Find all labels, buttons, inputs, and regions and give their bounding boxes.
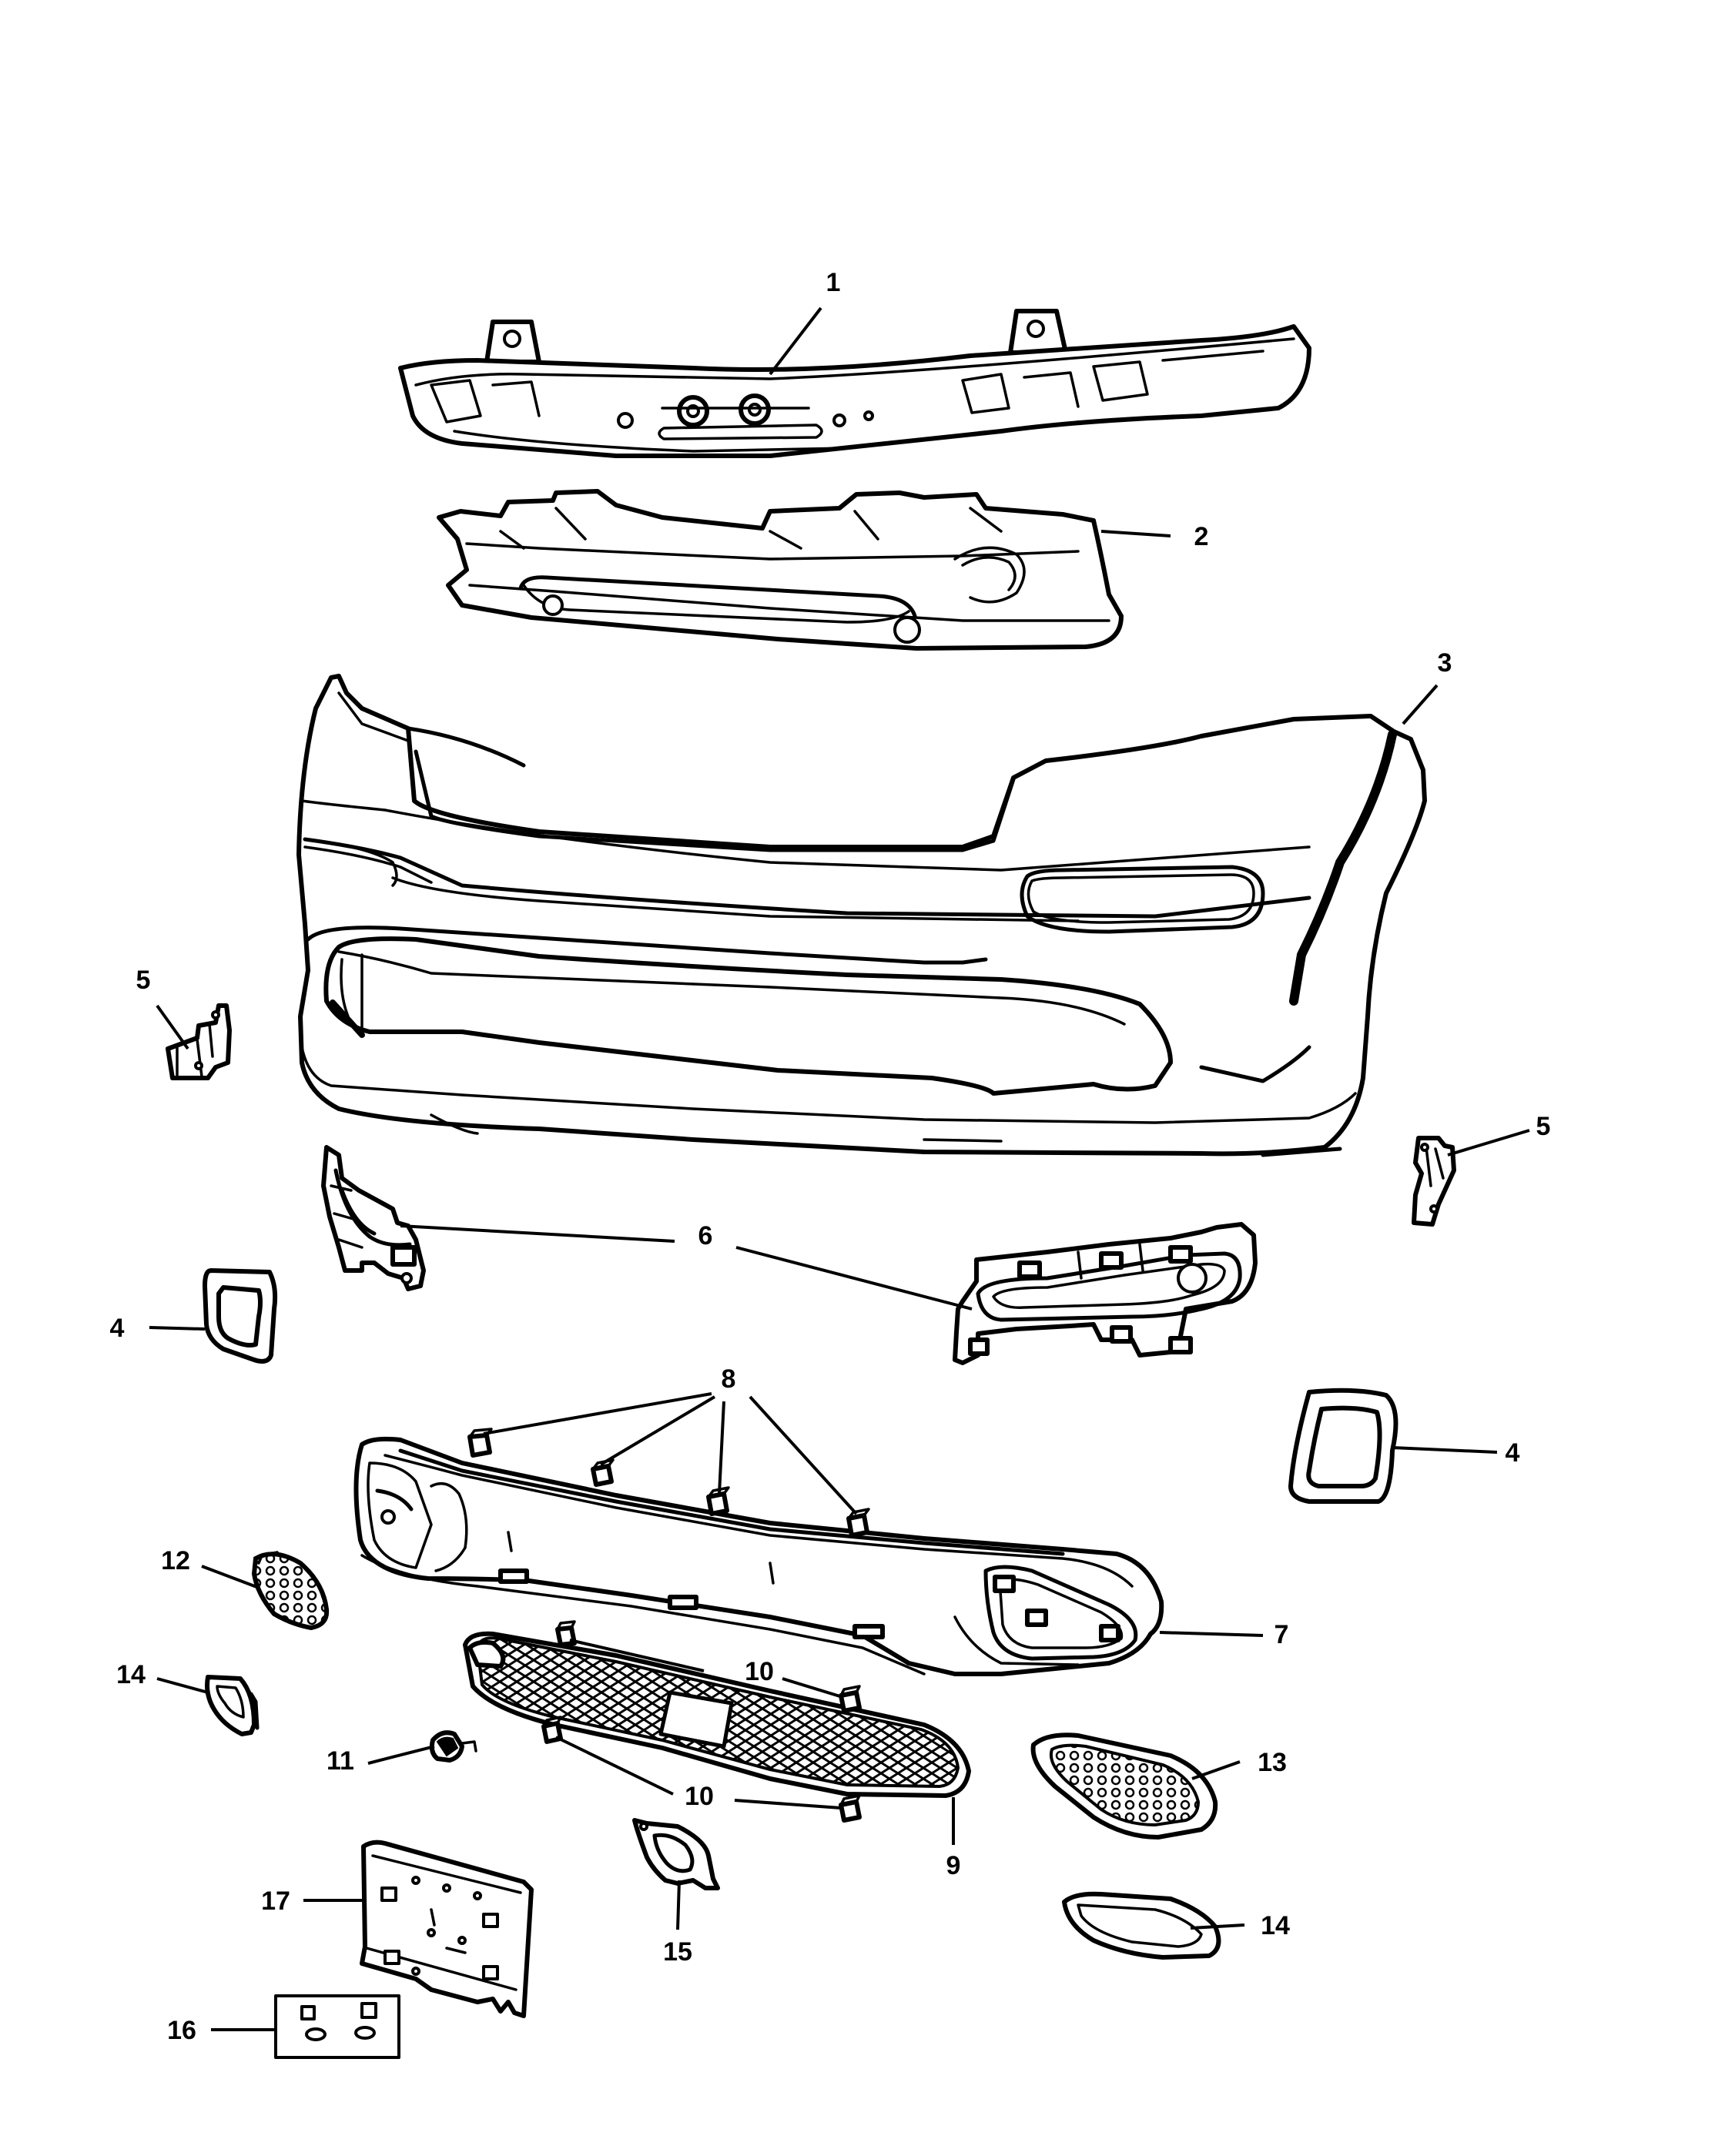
part-14-trim-left [205,1675,260,1736]
part-2-energy-absorber [437,489,1124,651]
callout-12: 12 [161,1546,190,1575]
callout-3: 3 [1438,648,1452,678]
leader-10-c [555,1736,674,1796]
leader-12 [201,1565,260,1589]
callout-7: 7 [1274,1620,1289,1649]
leader-5-left [156,1004,189,1050]
part-10-clip-4 [839,1794,862,1823]
leader-4-left [149,1326,206,1331]
leader-14-right [1190,1923,1245,1930]
leader-14-left [156,1677,209,1694]
part-13-grille-insert-right [1030,1732,1218,1840]
leader-6-right [735,1246,973,1311]
leader-5-right [1447,1129,1530,1157]
callout-15: 15 [663,1937,692,1967]
part-4-trim-ring-right [1288,1388,1398,1504]
leader-1 [769,306,822,376]
callout-1: 1 [826,268,841,297]
callout-4-left: 4 [110,1314,125,1343]
callout-17: 17 [261,1886,290,1916]
leader-2 [1100,530,1171,537]
part-12-grille-insert-left [251,1551,330,1631]
leader-15 [676,1880,681,1930]
callout-5-left: 5 [136,966,151,995]
callout-10-upper: 10 [745,1657,774,1686]
leader-13 [1191,1760,1241,1780]
part-1-bumper-reinforcement [398,309,1311,458]
part-4-trim-ring-left [203,1268,278,1364]
part-14-trim-right [1062,1891,1221,1960]
leader-3 [1402,684,1439,725]
callout-16: 16 [167,2016,196,2045]
part-15-bezel [632,1818,720,1890]
part-11-plug [429,1730,477,1763]
leader-7 [1159,1631,1264,1637]
part-6-fog-lamp-bracket-right [953,1222,1258,1365]
callout-2: 2 [1194,522,1209,551]
leader-lines [149,306,1530,2031]
leader-6-left [400,1224,675,1243]
callout-10-lower: 10 [685,1782,714,1811]
callout-8: 8 [722,1364,736,1394]
part-6-fog-lamp-bracket-left [321,1145,426,1291]
leader-10-a [569,1639,705,1672]
leader-8-c [718,1401,725,1495]
leader-8-a [483,1392,712,1435]
callout-labels: 1 2 3 4 4 5 5 6 7 8 9 10 10 11 12 13 14 … [110,268,1551,2045]
leader-8-b [599,1395,716,1466]
leader-11 [367,1745,435,1765]
leader-8-d [749,1395,858,1515]
part-8-clip-4 [846,1508,870,1538]
part-3-bumper-fascia [296,674,1427,1157]
leader-10-d [734,1799,842,1810]
part-7-lower-fascia [353,1436,1164,1676]
part-5-bracket-left [166,1003,232,1080]
part-8-clip-2 [591,1458,615,1487]
leader-4-right [1392,1446,1498,1454]
part-10-clip-2 [839,1685,862,1713]
part-9-lower-grille [463,1631,971,1798]
callout-9: 9 [946,1851,961,1880]
part-16-bracket [274,1994,400,2059]
callout-14-left: 14 [116,1660,146,1689]
part-5-bracket-right [1412,1136,1456,1227]
callout-6: 6 [698,1221,713,1250]
callout-11: 11 [327,1746,354,1776]
leader-10-b [782,1677,843,1699]
callout-5-right: 5 [1536,1112,1551,1141]
part-17-license-plate-bracket [360,1840,534,2018]
callout-14-right: 14 [1261,1911,1290,1940]
callout-4-right: 4 [1506,1438,1520,1468]
callout-13: 13 [1258,1748,1287,1777]
